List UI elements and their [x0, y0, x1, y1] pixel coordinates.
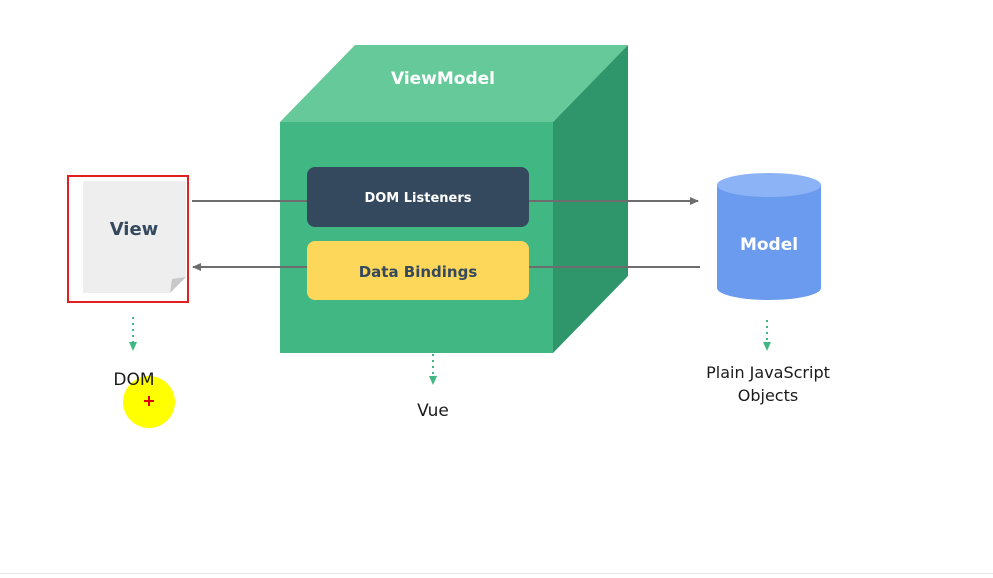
page-fold-icon: [170, 277, 186, 293]
model-caption-line2: Objects: [738, 386, 798, 405]
bottom-divider: [0, 573, 993, 574]
view-label: View: [110, 219, 159, 240]
viewmodel-label: ViewModel: [391, 69, 495, 89]
cube-top-face: [280, 45, 628, 122]
model-caption-line1: Plain JavaScript: [706, 363, 830, 382]
model-body: [717, 185, 821, 300]
model-label: Model: [740, 235, 798, 255]
model-top: [717, 173, 821, 197]
dom-listeners-label: DOM Listeners: [364, 191, 471, 206]
data-bindings-box: Data Bindings: [307, 241, 529, 300]
dom-caption: DOM: [113, 370, 154, 390]
crosshair-plus-icon: [144, 396, 154, 406]
viewmodel-cube: ViewModel: [280, 45, 628, 353]
dom-listeners-box: DOM Listeners: [307, 167, 529, 227]
model-cylinder: Model: [717, 173, 821, 300]
data-bindings-label: Data Bindings: [359, 263, 478, 281]
vue-caption: Vue: [417, 401, 449, 421]
cube-front-face: [280, 122, 553, 353]
view-page: [83, 181, 186, 293]
view-node[interactable]: View: [67, 175, 189, 303]
cube-side-face: [553, 45, 628, 353]
selection-outline: [67, 175, 189, 303]
